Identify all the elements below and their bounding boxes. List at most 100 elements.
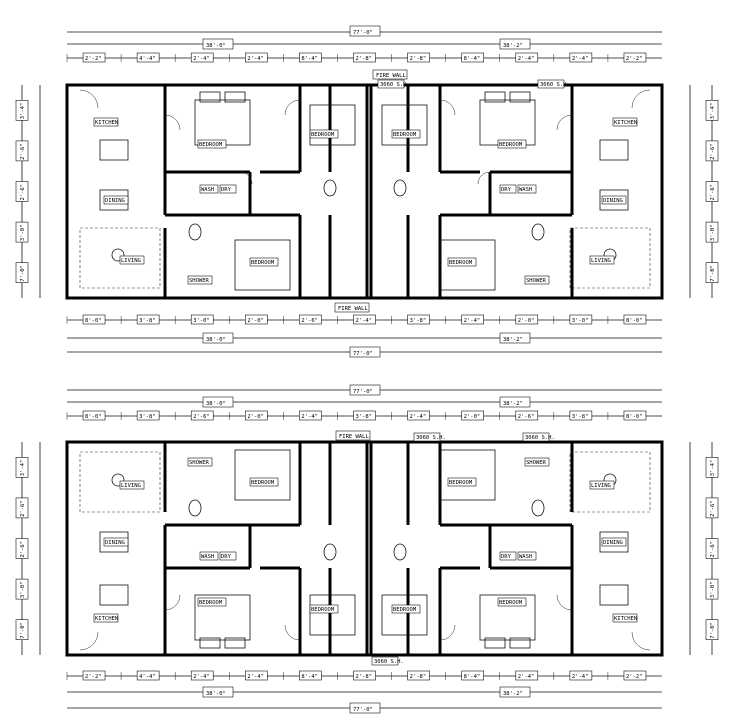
room-label-lower-bedroom-3: BEDROOM xyxy=(199,600,223,606)
toilet-icon-lower-3 xyxy=(323,543,337,561)
room-tag-lower-living-left: LIVING xyxy=(119,480,145,490)
half-dimension-left-text: 38'-0" xyxy=(206,43,226,49)
room-label-wash-right: WASH xyxy=(519,187,532,193)
segment-dimension-text: 3'-0" xyxy=(572,318,589,324)
segment-dimension-tag: 8'-4" xyxy=(299,670,322,681)
segment-dimension-tag: 2'-0" xyxy=(245,314,268,325)
fire-wall-label-bottom: FIRE WALL xyxy=(338,306,368,312)
toilet-icon-4 xyxy=(393,179,407,197)
overall-dimension-text: 77'-0" xyxy=(353,30,373,36)
fire-wall-label-lower: FIRE WALL xyxy=(339,434,369,440)
side-dimension-tag-right: 2'-6" xyxy=(705,181,719,202)
room-tag-bedroom-1: BEDROOM xyxy=(197,139,227,149)
segment-dimension-text: 8'-4" xyxy=(464,674,481,680)
segment-dimension-tag: 2'-8" xyxy=(407,52,430,63)
side-dimension-text: 2'-6" xyxy=(20,184,26,201)
segment-dimension-tag: 2'-2" xyxy=(82,52,106,63)
room-tag-lower-kitchen-left: KITCHEN xyxy=(93,613,119,623)
side-dimension-text: 3'-0" xyxy=(20,582,26,599)
room-label-lower-kitchen: KITCHEN xyxy=(95,616,118,622)
side-dimension-tag-right: 3'-0" xyxy=(705,578,719,600)
half-dimension-lower-bottom-right-text: 38'-2" xyxy=(503,691,523,697)
room-tag-lower-wash-left: WASH xyxy=(199,551,219,561)
segment-dimension-text: 8'-0" xyxy=(626,414,643,420)
lower-floor-plan: 77'-0" 38'-0" 38'-2" 8'-0"3'-8"2'-6"2'-0… xyxy=(15,384,719,714)
room-label-wash: WASH xyxy=(201,187,214,193)
segment-dimension-tag: 3'-8" xyxy=(353,410,376,421)
side-dimension-text: 2'-6" xyxy=(710,541,716,558)
half-dimension-tag-bottom-left: 38'-0" xyxy=(202,332,234,344)
half-dimension-tag-lower-bottom-right: 38'-2" xyxy=(499,686,531,698)
side-dimension-text: 3'-4" xyxy=(20,460,26,477)
segment-dimension-text: 3'-8" xyxy=(139,318,156,324)
room-tag-wash-right: WASH xyxy=(517,184,537,194)
segment-dimension-tag: 2'-2" xyxy=(623,52,647,63)
segment-dimension-text: 2'-2" xyxy=(85,674,102,680)
overall-dimension-tag: 77'-0" xyxy=(349,25,381,37)
segment-dimension-tag: 2'-4" xyxy=(245,670,268,681)
segment-dimension-tag: 4'-4" xyxy=(136,52,160,63)
room-label-dining: DINING xyxy=(105,198,125,204)
door-swings xyxy=(79,89,651,185)
room-tag-lower-bedroom-1: BEDROOM xyxy=(249,477,279,487)
room-label-dining-right: DINING xyxy=(603,198,623,204)
room-tag-bedroom-6: BEDROOM xyxy=(447,257,477,267)
room-tag-dry-left: DRY xyxy=(219,184,237,194)
segment-dimension-text: 2'-4" xyxy=(410,414,427,420)
toilet-icon-lower-4 xyxy=(393,543,407,561)
toilet-icon-lower xyxy=(188,499,202,517)
segment-dimension-text: 2'-0" xyxy=(518,318,535,324)
door-note-text-lower-2: 3060 S.H. xyxy=(525,435,555,441)
segment-dimension-text: 2'-4" xyxy=(193,56,210,62)
room-tag-kitchen-right: KITCHEN xyxy=(612,117,638,127)
segment-dimension-tag: 4'-4" xyxy=(136,670,160,681)
room-label-lower-bedroom-1: BEDROOM xyxy=(251,480,275,486)
segment-dimension-text: 8'-4" xyxy=(464,56,481,62)
segment-dimension-text: 2'-6" xyxy=(193,414,210,420)
living-table-lower-left xyxy=(111,473,125,487)
segment-dimension-text: 2'-8" xyxy=(356,674,373,680)
side-segment-tags: 3'-4"2'-6"2'-6"3'-0"7'-0"3'-4"2'-6"2'-6"… xyxy=(15,100,719,284)
side-dimension-text: 7'-0" xyxy=(710,622,716,639)
room-label-dry-right: DRY xyxy=(501,187,512,193)
side-dimension-tag-right: 3'-4" xyxy=(705,456,719,478)
bottom-segment-tags: 8'-0"3'-8"3'-0"2'-0"2'-6"2'-4"3'-8"2'-4"… xyxy=(66,314,647,325)
half-dimension-tag-left: 38'-0" xyxy=(202,38,234,50)
side-dimension-text: 2'-6" xyxy=(20,143,26,160)
side-dimension-tag-left: 2'-6" xyxy=(15,538,29,559)
room-tag-kitchen-left: KITCHEN xyxy=(93,117,119,127)
door-note-text-lower-3: 3060 S.H. xyxy=(374,659,404,665)
room-label-shower: SHOWER xyxy=(189,278,210,284)
room-tag-shower-left: SHOWER xyxy=(187,275,213,285)
segment-dimension-tag: 2'-4" xyxy=(569,52,593,63)
segment-dimension-text: 2'-4" xyxy=(464,318,481,324)
segment-dimension-text: 2'-0" xyxy=(464,414,481,420)
half-dimension-lower-right-text: 38'-2" xyxy=(503,401,523,407)
side-dimension-tag-left: 3'-0" xyxy=(15,221,29,243)
interior-walls-left xyxy=(163,85,332,298)
segment-dimension-tag: 3'-8" xyxy=(136,410,160,421)
segment-dimension-tag: 8'-0" xyxy=(623,410,647,421)
side-dimension-tag-right: 3'-4" xyxy=(705,100,719,121)
side-dimension-tag-left: 3'-4" xyxy=(15,100,29,121)
room-tag-lower-bedroom-6: BEDROOM xyxy=(497,597,527,607)
side-dimension-tag-left: 3'-4" xyxy=(15,456,29,478)
side-dimension-tag-left: 3'-0" xyxy=(15,578,29,600)
side-dimension-tag-right: 2'-6" xyxy=(705,538,719,559)
room-label-bedroom-4: BEDROOM xyxy=(499,142,523,148)
dining-tables xyxy=(99,139,629,211)
door-note-tag-lower: 3060 S.H. xyxy=(413,432,446,442)
toilet-icon-2 xyxy=(531,223,545,241)
segment-dimension-text: 3'-8" xyxy=(572,414,589,420)
side-dimension-tag-right: 7'-0" xyxy=(705,262,719,284)
half-dimension-bottom-left-text: 38'-0" xyxy=(206,337,226,343)
segment-dimension-tag: 2'-4" xyxy=(515,52,539,63)
room-label-lower-bedroom-2: BEDROOM xyxy=(449,480,473,486)
side-dimension-tag-left: 2'-6" xyxy=(15,181,29,202)
outer-wall xyxy=(65,83,664,300)
room-tag-lower-shower-right: SHOWER xyxy=(524,457,550,467)
segment-dimension-text: 2'-6" xyxy=(518,414,535,420)
segment-dimension-tag: 2'-0" xyxy=(515,314,539,325)
side-dimension-tag-left: 7'-0" xyxy=(15,262,29,284)
room-label-lower-wash-right: WASH xyxy=(519,554,532,560)
